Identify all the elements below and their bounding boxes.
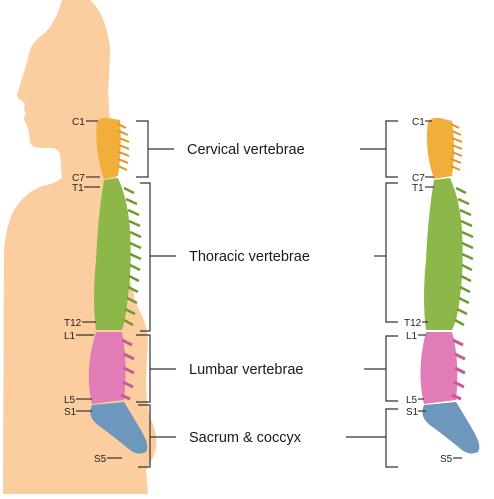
label-t12-left: T12 — [64, 318, 82, 329]
sacrum-segment-right — [422, 402, 480, 454]
lumbar-segment-left — [88, 332, 126, 404]
left-vertebra-labels: C1 C7 T1 T12 L1 L5 S1 S5 — [64, 117, 122, 465]
label-l1-right: L1 — [406, 331, 418, 342]
right-brackets — [346, 120, 398, 468]
cervical-segment-left — [96, 117, 121, 179]
lumbar-segment-right — [420, 332, 458, 404]
region-label-thoracic: Thoracic vertebrae — [189, 249, 310, 265]
label-c7-right: C7 — [412, 173, 425, 184]
label-l5-right: L5 — [406, 395, 418, 406]
bracket-lumbar-right — [385, 335, 398, 402]
right-spine — [420, 117, 480, 454]
region-names: Cervical vertebrae Thoracic vertebrae Lu… — [187, 142, 310, 446]
label-l1-left: L1 — [64, 331, 76, 342]
thoracic-segment-right — [424, 178, 463, 330]
left-brackets — [136, 120, 176, 468]
bracket-cervical-left — [136, 120, 149, 178]
cervical-processes-right — [450, 123, 463, 171]
bracket-sacrum-left — [138, 404, 151, 468]
label-s5-left: S5 — [94, 454, 107, 465]
left-spine — [88, 117, 148, 454]
label-c1-left: C1 — [72, 117, 85, 128]
label-l5-left: L5 — [64, 395, 76, 406]
region-label-cervical: Cervical vertebrae — [187, 142, 305, 158]
bracket-thoracic-left — [140, 182, 151, 332]
label-t1-left: T1 — [72, 183, 84, 194]
lumbar-processes-right — [451, 338, 466, 401]
label-c7-left: C7 — [72, 173, 85, 184]
thoracic-processes-right — [454, 186, 474, 327]
label-s1-left: S1 — [64, 407, 77, 418]
label-s1-right: S1 — [406, 407, 419, 418]
cervical-segment-right — [426, 117, 454, 179]
label-s5-right: S5 — [440, 454, 453, 465]
bracket-cervical-right — [385, 120, 398, 178]
bracket-thoracic-right — [385, 182, 398, 323]
label-t1-right: T1 — [412, 183, 424, 194]
right-vertebra-labels: C1 C7 T1 T12 L1 L5 S1 S5 — [404, 117, 462, 465]
thoracic-processes-left — [123, 186, 142, 327]
region-label-sacrum: Sacrum & coccyx — [189, 430, 302, 446]
sacrum-segment-left — [90, 402, 148, 454]
label-c1-right: C1 — [412, 117, 425, 128]
region-label-lumbar: Lumbar vertebrae — [189, 362, 303, 378]
label-t12-right: T12 — [404, 318, 422, 329]
cervical-processes-left — [117, 123, 130, 171]
bracket-sacrum-right — [385, 408, 398, 468]
thoracic-segment-left — [94, 178, 131, 330]
lumbar-processes-left — [120, 338, 135, 401]
